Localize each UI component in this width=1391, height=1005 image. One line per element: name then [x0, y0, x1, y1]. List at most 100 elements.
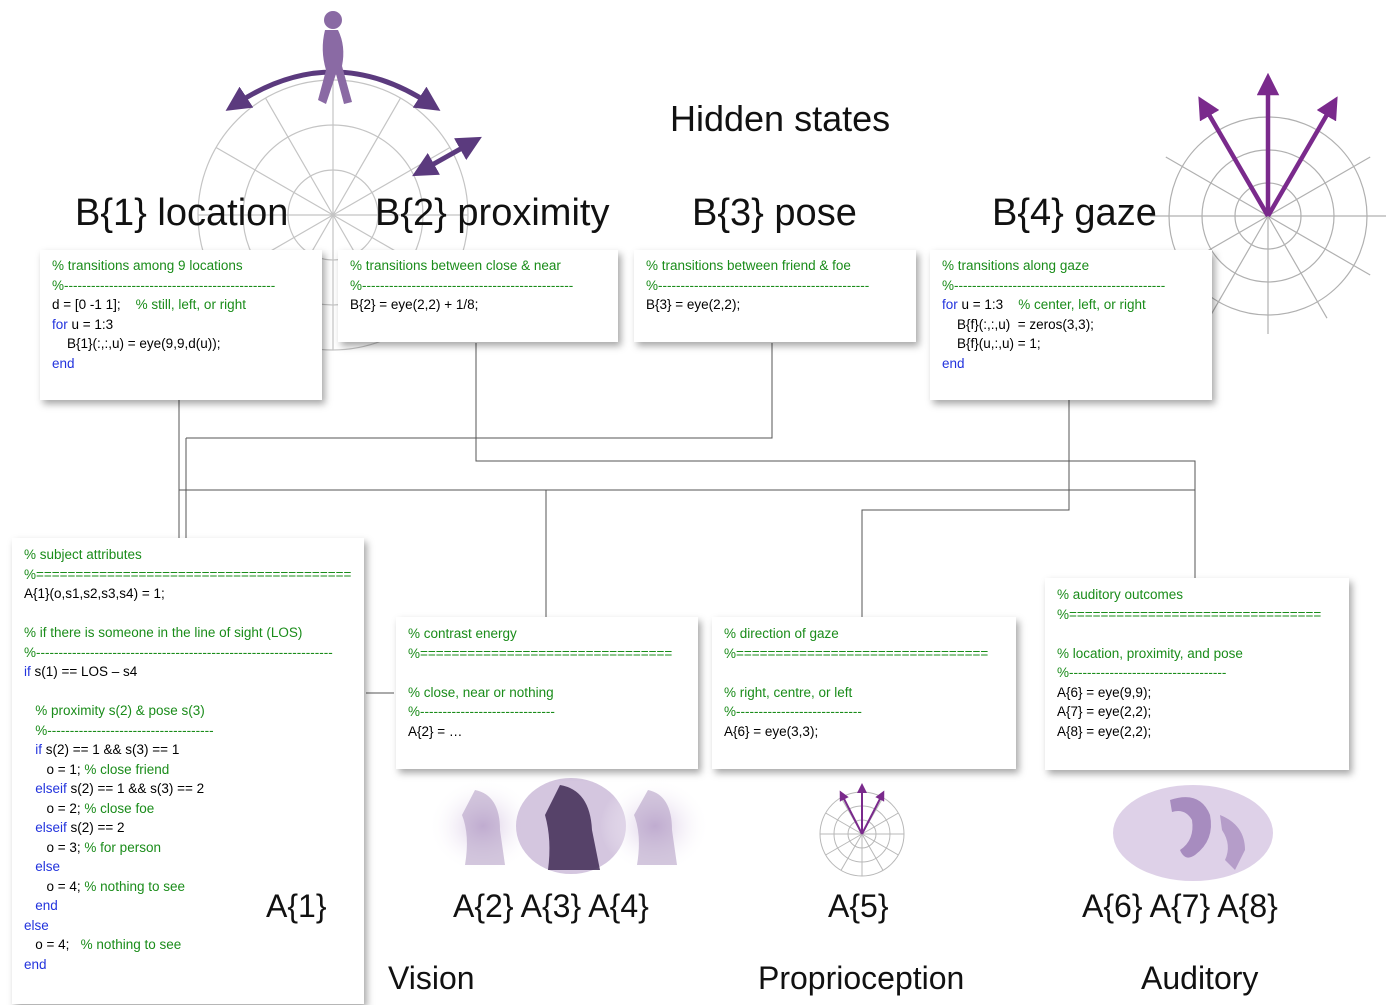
code-comment: % transitions along gaze	[942, 258, 1090, 273]
code-line: end	[24, 955, 364, 975]
code-line: o = 1; % close friend	[24, 760, 364, 780]
code-text	[24, 703, 35, 718]
code-comment: %---------------------------------------…	[24, 644, 333, 660]
code-line: %------------------------------	[408, 702, 698, 722]
code-line: %----------------------------	[724, 702, 1016, 722]
transition-code-box: % transitions among 9 locations %--------…	[40, 250, 322, 400]
code-keyword: elseif	[35, 781, 67, 796]
code-line: o = 4; % nothing to see	[24, 935, 364, 955]
code-line: A{6} = eye(9,9);	[1057, 683, 1349, 703]
code-line	[408, 663, 698, 683]
code-comment: % center, left, or right	[1018, 297, 1146, 312]
code-line: for u = 1:3 % center, left, or right	[942, 295, 1212, 315]
code-comment: % contrast energy	[408, 626, 517, 641]
code-comment: % auditory outcomes	[1057, 587, 1184, 602]
code-comment: % transitions among 9 locations	[52, 258, 243, 273]
code-comment: %---------------------------------------…	[350, 277, 574, 293]
code-comment: %---------------------------------------…	[942, 277, 1166, 293]
code-line: % transitions along gaze	[942, 256, 1212, 276]
code-line: o = 3; % for person	[24, 838, 364, 858]
code-text: A{6} = eye(9,9);	[1057, 684, 1152, 700]
gaze-arrows	[1198, 72, 1338, 218]
code-line: end	[52, 354, 322, 374]
code-line: A{8} = eye(2,2);	[1057, 722, 1349, 742]
code-keyword: if	[35, 742, 43, 757]
outcome-label: A{5}	[828, 888, 889, 924]
code-comment: % direction of gaze	[724, 626, 839, 641]
code-line: end	[24, 896, 364, 916]
code-comment: %------------------------------	[408, 704, 555, 719]
code-comment: % close foe	[84, 800, 155, 816]
code-comment: %================================	[408, 645, 673, 661]
hidden-state-label: B{3} pose	[692, 192, 857, 234]
code-comment: % proximity s(2) & pose s(3)	[35, 703, 205, 718]
code-text: A{6} = eye(3,3);	[724, 723, 819, 739]
transition-code-box: % transitions along gaze %---------------…	[930, 250, 1212, 400]
code-line: %---------------------------------------…	[52, 276, 322, 296]
code-text	[24, 898, 35, 913]
code-text: o = 3;	[24, 839, 85, 855]
code-line: if s(2) == 1 && s(3) == 1	[24, 740, 364, 760]
code-comment: % subject attributes	[24, 547, 142, 562]
code-line: %---------------------------------------…	[24, 643, 364, 663]
code-comment: % still, left, or right	[135, 297, 246, 312]
code-comment: %-------------------------------------	[35, 722, 214, 738]
code-comment: %---------------------------------------…	[52, 277, 276, 293]
outcome-label: A{6} A{7} A{8}	[1082, 888, 1278, 924]
code-line: B{1}(:,:,u) = eye(9,9,d(u));	[52, 334, 322, 354]
code-text: o = 4;	[24, 878, 85, 894]
code-line: % right, centre, or left	[724, 683, 1016, 703]
code-text: s(2) == 1 && s(3) == 2	[66, 781, 205, 796]
code-text: B{f}(:,:,u) = zeros(3,3);	[942, 316, 1094, 332]
code-line: B{2} = eye(2,2) + 1/8;	[350, 295, 618, 315]
code-line: %---------------------------------------…	[646, 276, 916, 296]
code-comment: %-----------------------------------	[1057, 665, 1227, 680]
code-comment: % close, near or nothing	[408, 684, 554, 700]
hidden-state-label: B{4} gaze	[992, 192, 1157, 234]
code-line: else	[24, 857, 364, 877]
code-keyword: for	[942, 297, 958, 312]
hidden-state-label: B{1} location	[75, 192, 289, 234]
hidden-state-label: B{2} proximity	[375, 192, 610, 234]
code-line: %---------------------------------------…	[942, 276, 1212, 296]
code-line: % contrast energy	[408, 624, 698, 644]
modality-label: Proprioception	[758, 960, 965, 996]
code-line: % direction of gaze	[724, 624, 1016, 644]
code-line: A{1}(o,s1,s2,s3,s4) = 1;	[24, 584, 364, 604]
code-comment: %=======================================…	[24, 566, 352, 582]
walking-person-silhouette	[318, 11, 352, 104]
code-line: %-------------------------------------	[24, 721, 364, 741]
code-text: B{1}(:,:,u) = eye(9,9,d(u));	[52, 336, 221, 351]
code-text	[24, 859, 35, 874]
code-text: B{3} = eye(2,2);	[646, 297, 741, 312]
proximity-arrow	[412, 136, 482, 177]
code-line	[24, 604, 364, 624]
likelihood-code-box: % auditory outcomes %====================…	[1045, 578, 1349, 770]
likelihood-code-box: % subject attributes %===================…	[12, 538, 364, 1004]
code-line: d = [0 -1 1]; % still, left, or right	[52, 295, 322, 315]
code-keyword: end	[35, 898, 58, 913]
code-line: % proximity s(2) & pose s(3)	[24, 701, 364, 721]
code-line: B{f}(u,:,u) = 1;	[942, 334, 1212, 354]
code-keyword: for	[52, 316, 68, 332]
code-comment: % nothing to see	[80, 937, 182, 952]
code-line: %=======================================…	[24, 565, 364, 585]
code-text: s(2) == 1 && s(3) == 1	[42, 742, 180, 757]
code-keyword: else	[35, 859, 61, 874]
code-comment: %----------------------------	[724, 704, 862, 719]
code-text	[24, 742, 35, 757]
code-keyword: elseif	[35, 820, 67, 835]
code-text: B{2} = eye(2,2) + 1/8;	[350, 297, 479, 312]
code-text: o = 4;	[24, 937, 81, 952]
code-comment: %================================	[1057, 606, 1322, 622]
code-text: o = 1;	[24, 761, 85, 777]
code-line: A{6} = eye(3,3);	[724, 722, 1016, 742]
code-line: elseif s(2) == 2	[24, 818, 364, 838]
modality-label: Auditory	[1141, 960, 1259, 996]
code-line: % transitions between close & near	[350, 256, 618, 276]
likelihood-code-box: % contrast energy %======================…	[396, 617, 698, 769]
code-line: % if there is someone in the line of sig…	[24, 623, 364, 643]
code-line: A{2} = …	[408, 722, 698, 742]
code-comment: % location, proximity, and pose	[1057, 645, 1243, 661]
code-text: B{f}(u,:,u) = 1;	[942, 336, 1041, 351]
